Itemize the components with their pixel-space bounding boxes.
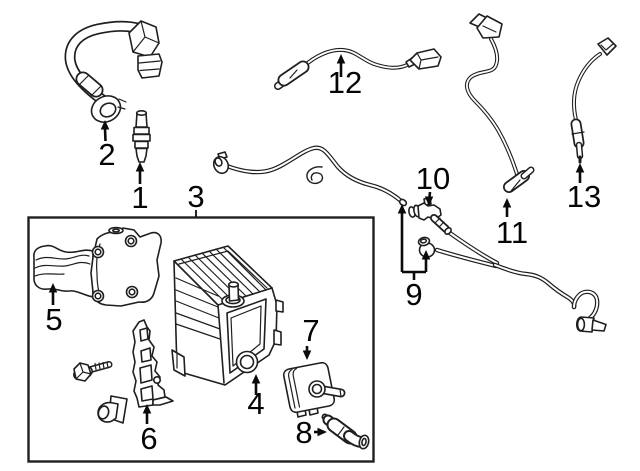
part-2-vent-hose xyxy=(64,20,163,123)
callout-7-label[interactable]: 7 xyxy=(302,313,319,348)
callout-12-label[interactable]: 12 xyxy=(328,65,362,100)
group-box-border xyxy=(27,216,375,463)
callout-2-label[interactable]: 2 xyxy=(98,137,115,172)
part-10-valve-fitting xyxy=(408,197,452,235)
callout-5[interactable]: 5 xyxy=(45,283,63,337)
callout-9[interactable]: 9 xyxy=(397,204,431,312)
part-4-evap-canister xyxy=(173,245,284,386)
callout-1-label[interactable]: 1 xyxy=(131,180,148,215)
part-13-egt-sensor xyxy=(570,37,617,164)
callout-9-label[interactable]: 9 xyxy=(405,277,422,312)
callout-13-label[interactable]: 13 xyxy=(567,179,601,214)
cone-clip xyxy=(97,395,128,424)
callout-9-arrow-a xyxy=(397,204,407,214)
group-box xyxy=(27,216,375,463)
callout-8-arrow xyxy=(317,427,327,437)
part-8-purge-sensor xyxy=(321,413,370,450)
callout-7[interactable]: 7 xyxy=(302,313,320,360)
callout-3-label[interactable]: 3 xyxy=(187,179,204,214)
callout-12-arrow xyxy=(336,54,346,64)
part-7-separator xyxy=(282,361,346,418)
canister-side-wedge xyxy=(171,349,186,377)
callout-11-arrow xyxy=(502,198,512,208)
callout-1-arrow xyxy=(135,162,145,172)
callout-3[interactable]: 3 xyxy=(187,179,205,217)
callout-13[interactable]: 13 xyxy=(567,163,601,214)
callout-4-arrow xyxy=(251,374,261,384)
hose-connector xyxy=(137,53,163,79)
callout-12[interactable]: 12 xyxy=(328,54,362,100)
callout-11-label[interactable]: 11 xyxy=(496,215,528,250)
callout-13-arrow xyxy=(575,163,585,173)
callout-6-arrow xyxy=(142,404,152,414)
part-6-slotted-bracket xyxy=(132,319,174,408)
callout-10[interactable]: 10 xyxy=(416,161,450,206)
callout-8-label[interactable]: 8 xyxy=(295,415,312,450)
part-11-sensor-harness xyxy=(464,13,535,193)
callout-6-label[interactable]: 6 xyxy=(140,421,157,456)
callout-5-arrow xyxy=(48,283,58,293)
callout-8[interactable]: 8 xyxy=(295,415,327,450)
callout-1[interactable]: 1 xyxy=(131,162,149,215)
callout-6[interactable]: 6 xyxy=(140,404,158,456)
callout-9-bracket xyxy=(400,213,428,280)
part-12-oxygen-sensor xyxy=(274,47,442,90)
callout-4[interactable]: 4 xyxy=(247,374,265,421)
sensor-connector xyxy=(597,37,617,56)
callout-2-arrow xyxy=(100,120,110,130)
tube-clip xyxy=(306,166,324,185)
mounting-bolt xyxy=(73,361,113,382)
callout-2[interactable]: 2 xyxy=(98,120,116,172)
callout-5-label[interactable]: 5 xyxy=(45,302,62,337)
callout-9-arrow-b xyxy=(421,250,431,260)
callout-10-label[interactable]: 10 xyxy=(416,161,450,196)
callout-11[interactable]: 11 xyxy=(496,198,528,250)
part-1-valve xyxy=(132,110,151,163)
callout-4-label[interactable]: 4 xyxy=(247,386,264,421)
callout-7-arrow xyxy=(302,350,312,360)
part-9-tube-assembly xyxy=(212,145,607,333)
callout-10-arrow xyxy=(424,196,434,206)
bracket-arm xyxy=(33,244,94,298)
part-5-bracket xyxy=(33,226,162,307)
